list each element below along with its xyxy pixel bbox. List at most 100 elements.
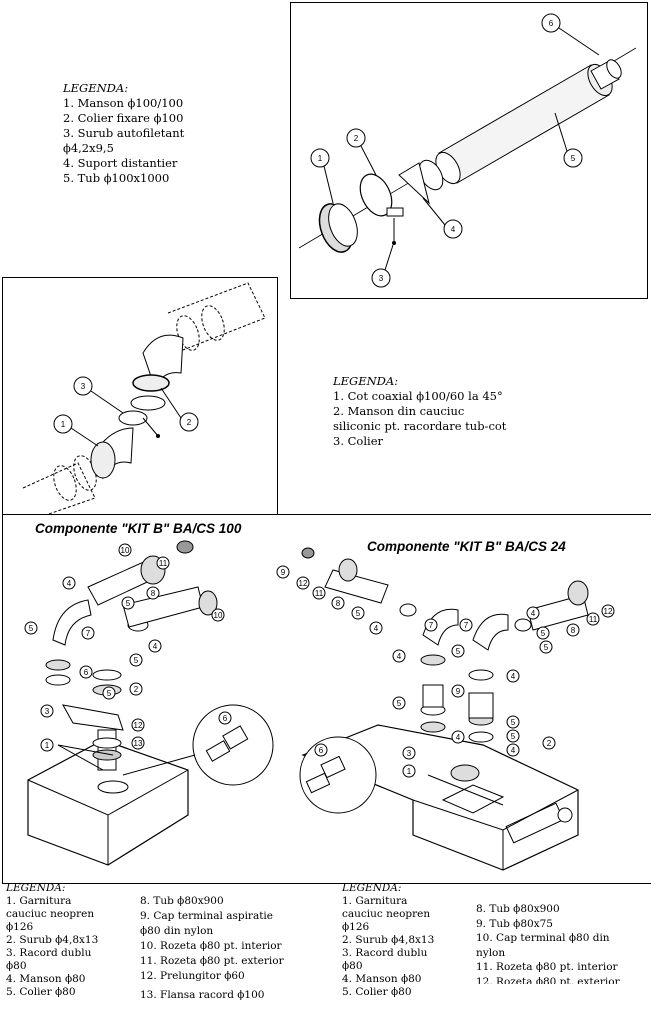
legend-item: 3. Racord dublu bbox=[342, 947, 428, 959]
legend-kit-cs24: LEGENDA: 1. Garnitura cauciuc neopren ϕ1… bbox=[342, 882, 434, 999]
legend-item: cauciuc neopren bbox=[342, 908, 431, 920]
legend-item: 12. Rozeta ϕ80 pt. exterior bbox=[476, 975, 620, 985]
callout-5: 5 bbox=[541, 629, 546, 638]
kit-callouts: 10 11 4 8 5 4 7 5 10 5 6 5 3 2 12 1 13 6… bbox=[24, 543, 615, 778]
legend-item: 9. Tub ϕ80x75 bbox=[476, 917, 553, 930]
callout-4: 4 bbox=[397, 652, 402, 661]
legend-title: LEGENDA: bbox=[342, 882, 402, 894]
legend-kit-cs24-col2: 8. Tub ϕ80x900 9. Tub ϕ80x75 10. Cap ter… bbox=[476, 902, 620, 984]
legend-item: siliconic pt. racordare tub-cot bbox=[333, 419, 507, 433]
callout-2: 2 bbox=[354, 134, 359, 143]
legend-item: 5. Tub ϕ100x1000 bbox=[63, 171, 170, 185]
callout-12: 12 bbox=[299, 579, 308, 588]
callout-5: 5 bbox=[134, 656, 139, 665]
callout-4: 4 bbox=[511, 746, 516, 755]
legend-item: 4. Manson ϕ80 bbox=[6, 973, 86, 985]
tube-drawing: 1 2 3 4 5 6 bbox=[298, 13, 637, 288]
callout-13: 13 bbox=[134, 739, 143, 748]
callout-3: 3 bbox=[45, 707, 50, 716]
legend-item: 3. Colier bbox=[333, 434, 384, 448]
callout-1: 1 bbox=[318, 154, 323, 163]
legend-item: 3. Surub autofiletant bbox=[63, 126, 185, 140]
legend-item: 13. Flansa racord ϕ100 bbox=[140, 989, 265, 1001]
legend-item: 9. Cap terminal aspiratie bbox=[140, 910, 273, 922]
legend-item: 2. Surub ϕ4,8x13 bbox=[342, 934, 435, 946]
legend-item: 4. Manson ϕ80 bbox=[342, 973, 422, 985]
callout-3: 3 bbox=[81, 382, 86, 391]
callout-9: 9 bbox=[281, 568, 286, 577]
callout-6: 6 bbox=[84, 668, 89, 677]
diagram-panel-elbow: 3 2 1 bbox=[2, 277, 278, 517]
callout-12: 12 bbox=[604, 607, 613, 616]
callout-2: 2 bbox=[187, 418, 192, 427]
legend-tube: LEGENDA: 1. Manson ϕ100/100 2. Colier fi… bbox=[63, 81, 184, 186]
callout-1: 1 bbox=[45, 741, 50, 750]
legend-item: ϕ4,2x9,5 bbox=[63, 141, 114, 155]
legend-title: LEGENDA: bbox=[333, 374, 399, 388]
diagram-panel-tube: 1 2 3 4 5 6 bbox=[290, 2, 648, 299]
callout-5: 5 bbox=[107, 689, 112, 698]
callout-2: 2 bbox=[547, 739, 552, 748]
callout-12: 12 bbox=[134, 721, 143, 730]
callout-4: 4 bbox=[153, 642, 158, 651]
legend-item: nylon bbox=[476, 946, 506, 959]
legend-item: 1. Manson ϕ100/100 bbox=[63, 96, 184, 110]
legend-item: 11. Rozeta ϕ80 pt. interior bbox=[476, 961, 618, 973]
legend-item: 8. Tub ϕ80x900 bbox=[476, 903, 560, 915]
callout-1: 1 bbox=[61, 420, 66, 429]
callout-8: 8 bbox=[336, 599, 341, 608]
legend-item: 3. Racord dublu bbox=[6, 947, 92, 959]
legend-item: 2. Surub ϕ4,8x13 bbox=[6, 934, 99, 946]
kit-title-cs100: Componente "KIT B" BA/CS 100 bbox=[35, 521, 242, 536]
callout-7: 7 bbox=[429, 621, 434, 630]
callout-6: 6 bbox=[319, 746, 324, 755]
callout-5: 5 bbox=[126, 599, 131, 608]
callout-7: 7 bbox=[464, 621, 469, 630]
kit-title-cs24: Componente "KIT B" BA/CS 24 bbox=[367, 539, 566, 554]
callout-5: 5 bbox=[397, 699, 402, 708]
legend-item: 4. Suport distantier bbox=[63, 156, 178, 170]
callout-11: 11 bbox=[589, 615, 598, 624]
legend-item: 2. Manson din cauciuc bbox=[333, 404, 465, 418]
legend-item: 10. Rozeta ϕ80 pt. interior bbox=[140, 940, 282, 952]
legend-item: 12. Prelungitor ϕ60 bbox=[140, 970, 245, 982]
callout-3: 3 bbox=[407, 749, 412, 758]
legend-item: 8. Tub ϕ80x900 bbox=[140, 895, 224, 907]
legend-item: 1. Garnitura bbox=[342, 895, 408, 907]
callout-9: 9 bbox=[456, 687, 461, 696]
callout-5: 5 bbox=[29, 624, 34, 633]
legend-item: ϕ80 bbox=[6, 960, 27, 972]
elbow-drawing: 3 2 1 bbox=[22, 282, 266, 516]
callout-10: 10 bbox=[214, 611, 223, 620]
legend-item: ϕ80 bbox=[342, 960, 363, 972]
legend-item: ϕ80 din nylon bbox=[140, 925, 214, 937]
callout-4: 4 bbox=[451, 225, 456, 234]
legend-item: 11. Rozeta ϕ80 pt. exterior bbox=[140, 955, 284, 967]
legend-title: LEGENDA: bbox=[63, 81, 129, 95]
callout-4: 4 bbox=[374, 624, 379, 633]
callout-1: 1 bbox=[407, 767, 412, 776]
legend-kit-cs100: LEGENDA: 1. Garnitura cauciuc neopren ϕ1… bbox=[6, 882, 98, 999]
callout-5: 5 bbox=[544, 643, 549, 652]
legend-item: 5. Colier ϕ80 bbox=[342, 986, 412, 998]
callout-3: 3 bbox=[379, 274, 384, 283]
legend-item: ϕ126 bbox=[342, 921, 370, 933]
legend-item: 1. Garnitura bbox=[6, 895, 72, 907]
callout-4: 4 bbox=[531, 609, 536, 618]
legend-item: 1. Cot coaxial ϕ100/60 la 45° bbox=[333, 389, 503, 403]
callout-8: 8 bbox=[571, 626, 576, 635]
callout-10: 10 bbox=[121, 546, 130, 555]
legend-item: 2. Colier fixare ϕ100 bbox=[63, 111, 184, 125]
callout-6: 6 bbox=[549, 19, 554, 28]
callout-5: 5 bbox=[571, 154, 576, 163]
legend-item: ϕ126 bbox=[6, 921, 34, 933]
callout-5: 5 bbox=[356, 609, 361, 618]
callout-5: 5 bbox=[511, 718, 516, 727]
legend-title: LEGENDA: bbox=[6, 882, 66, 894]
callout-5: 5 bbox=[511, 732, 516, 741]
callout-11: 11 bbox=[159, 559, 168, 568]
legend-item: 10. Cap terminal ϕ80 din bbox=[476, 932, 610, 944]
callout-4: 4 bbox=[456, 733, 461, 742]
callout-4: 4 bbox=[511, 672, 516, 681]
callout-5: 5 bbox=[456, 647, 461, 656]
